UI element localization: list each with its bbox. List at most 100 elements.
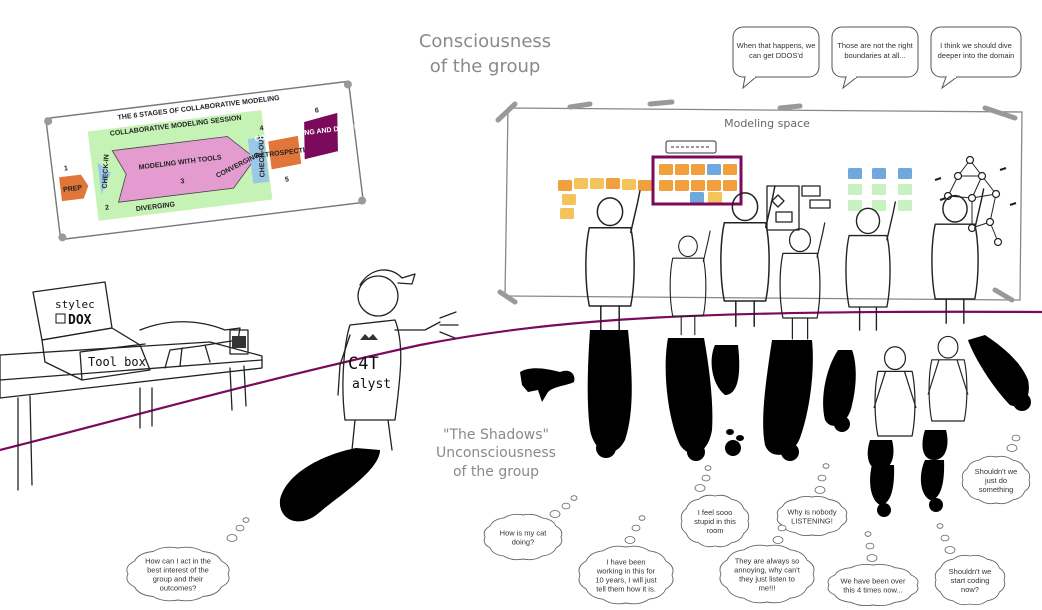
graph-node	[965, 155, 975, 165]
thought-trail-dot	[226, 534, 238, 542]
thought-text: start coding	[951, 576, 990, 585]
thought-text: How is my cat	[500, 529, 548, 538]
shadow-head	[834, 416, 850, 432]
sticky-note	[691, 164, 705, 175]
participant-shadow	[665, 338, 713, 454]
speech-line: deeper into the domain	[938, 51, 1015, 60]
sticky-note	[691, 180, 705, 191]
thought-text: room	[706, 526, 723, 535]
shadow-hand	[736, 435, 744, 441]
thought-text: doing?	[512, 538, 535, 547]
table-with-toolbox: stylec DOX Tool box	[0, 281, 263, 491]
prep-stage	[59, 174, 89, 202]
speech-line: I think we should dive	[940, 41, 1012, 50]
shadow-head	[1013, 393, 1031, 411]
sticky-note	[574, 178, 588, 189]
graph-node	[953, 171, 963, 181]
speech-bubble-ddos: When that happens, we can get DDOS'd	[732, 26, 820, 90]
shirt-text: alyst	[352, 377, 391, 392]
thought-trail-dot	[561, 502, 571, 510]
participant-figure	[927, 335, 969, 422]
sticky-note	[848, 168, 862, 179]
participant-figure	[845, 201, 896, 331]
sticky-note	[723, 164, 737, 175]
sticky-note	[707, 180, 721, 191]
thought-text: annoying, why can't	[734, 566, 801, 575]
participant-figure	[931, 188, 985, 324]
shadow-head	[687, 443, 705, 461]
thought-text: I feel sooo	[698, 508, 733, 517]
thought-text: something	[979, 485, 1014, 494]
network-graph-sketch	[934, 155, 1017, 247]
check-out-stage	[247, 137, 270, 184]
participant-shadow	[763, 340, 813, 455]
box-lid	[32, 281, 113, 341]
shadows-line-2: Unconsciousness	[436, 445, 556, 461]
participant-shadow	[711, 345, 740, 395]
thought-text: working in this for	[596, 567, 656, 576]
thought-text: Shouldn't we	[975, 467, 1018, 476]
thought-text: 10 years, I will just	[595, 576, 657, 585]
thought-trail-dot	[631, 524, 641, 532]
check-in-label: CHECK-IN	[102, 154, 111, 189]
sticky-note	[622, 179, 636, 190]
sticky-note	[675, 164, 689, 175]
graph-node	[985, 217, 995, 227]
speech-line: can get DDOS'd	[749, 51, 803, 60]
thought-trail-dot	[1006, 444, 1018, 452]
diverging-label: DIVERGING	[136, 201, 176, 213]
thought-trail-dot	[777, 524, 787, 532]
thought-trail-dot	[549, 510, 561, 518]
thought-text: Shouldn't we	[949, 567, 992, 576]
thought-text: now?	[961, 585, 979, 594]
thought-text: How can I act in the	[145, 557, 211, 566]
modeling-space-label: Modeling space	[724, 117, 810, 130]
thought-cloud	[719, 544, 815, 604]
sticky-note	[590, 178, 604, 189]
sticky-note	[898, 200, 912, 211]
stage-number: 6	[314, 107, 319, 114]
stage-number: 1	[64, 165, 69, 172]
thought-trail-dot	[864, 531, 872, 537]
title-line-2: of the group	[430, 56, 541, 77]
graph-edge	[989, 193, 997, 223]
title-line-1: Consciousness	[419, 31, 551, 52]
highlighted-sticky-group	[651, 155, 743, 206]
shadow-hand	[731, 441, 739, 447]
thought-trail-dot	[694, 484, 706, 492]
sticky-note	[690, 192, 704, 203]
sticky-note	[560, 208, 574, 219]
thought-cloud	[961, 455, 1031, 505]
sticky-note	[872, 168, 886, 179]
sticky-note	[848, 200, 862, 211]
facilitator-figure: C4T alyst	[279, 269, 459, 522]
thought-cloud	[934, 554, 1006, 606]
sticky-note	[562, 194, 576, 205]
sticky-note	[872, 200, 886, 211]
thought-text: Why is nobody	[787, 508, 836, 517]
shadows-line-1: "The Shadows"	[443, 427, 549, 443]
participant-figure	[873, 346, 917, 437]
speech-line: When that happens, we	[737, 41, 816, 50]
shadows-title: "The Shadows" Unconsciousness of the gro…	[436, 427, 556, 480]
thought-trail-dot	[701, 474, 711, 482]
thought-trail-dot	[235, 524, 245, 532]
speech-line: boundaries at all...	[844, 51, 905, 60]
flowchart-sketch	[766, 185, 831, 231]
graph-node	[977, 171, 987, 181]
sticky-note	[872, 184, 886, 195]
thought-text: We have been over	[841, 577, 906, 586]
thought-text: this 4 times now...	[843, 586, 903, 595]
speech-line: Those are not the right	[837, 41, 913, 50]
box-lid-text: stylec	[55, 298, 95, 311]
thought-cloud	[483, 513, 563, 561]
